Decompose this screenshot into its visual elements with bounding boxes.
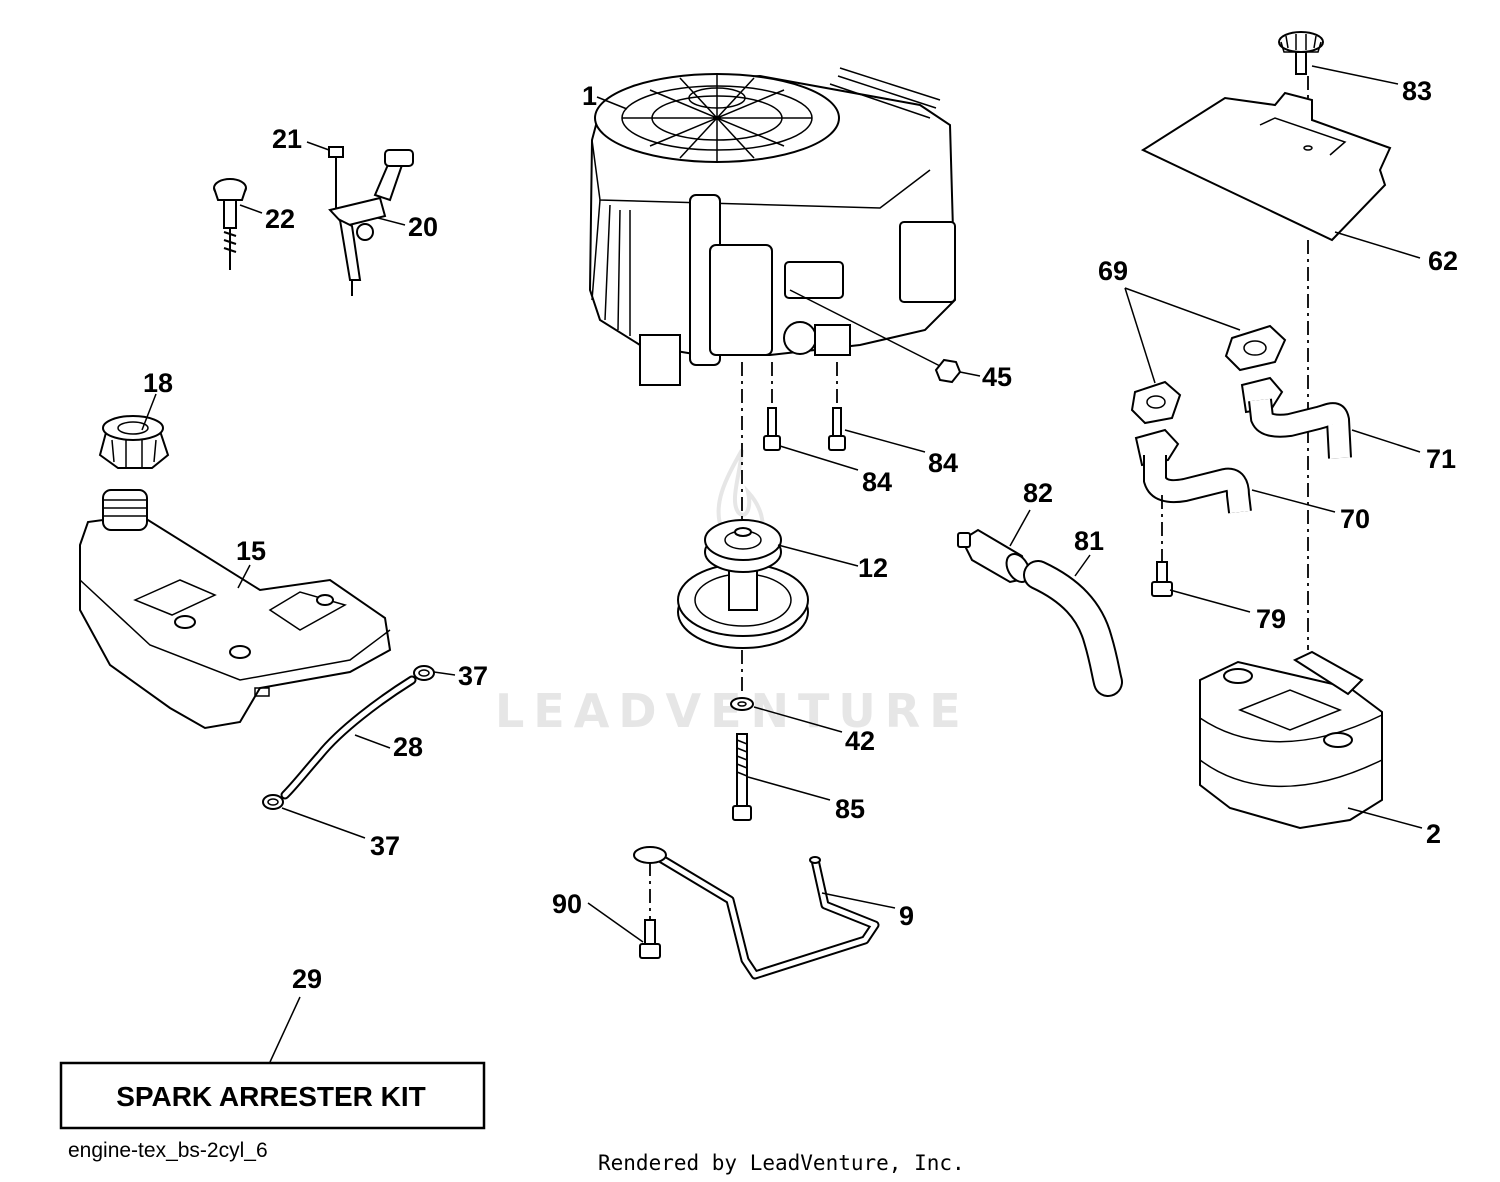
callout-muffler[interactable]: 2 bbox=[1426, 819, 1441, 849]
callout-exhaust-pipe-left[interactable]: 70 bbox=[1340, 504, 1370, 534]
choke-knob-icon[interactable] bbox=[213, 178, 247, 270]
callout-exhaust-pipe-right[interactable]: 71 bbox=[1426, 444, 1456, 474]
callout-hose-clamp-top[interactable]: 37 bbox=[458, 661, 488, 691]
exhaust-pipe-left-icon[interactable] bbox=[1134, 428, 1252, 514]
heat-shield-icon[interactable] bbox=[1140, 91, 1392, 242]
callout-oil-drain-hose[interactable]: 81 bbox=[1074, 526, 1104, 556]
nut-icon[interactable] bbox=[934, 358, 962, 384]
callout-fuel-cap[interactable]: 18 bbox=[143, 368, 173, 398]
exhaust-pipe-right-icon[interactable] bbox=[1240, 376, 1352, 459]
callout-engine-bolt-right[interactable]: 84 bbox=[928, 448, 958, 478]
hose-clamp-top-icon[interactable] bbox=[413, 665, 435, 681]
callout-muffler-screw[interactable]: 79 bbox=[1256, 604, 1286, 634]
callout-oil-drain-valve[interactable]: 82 bbox=[1023, 478, 1053, 508]
fuel-tank-icon[interactable] bbox=[79, 489, 392, 730]
spark-arrester-kit-label: SPARK ARRESTER KIT bbox=[116, 1081, 426, 1112]
fuel-hose-icon[interactable] bbox=[280, 675, 417, 800]
washer-icon[interactable] bbox=[730, 697, 754, 711]
hose-clamp-bottom-icon[interactable] bbox=[262, 794, 284, 810]
callout-pulley[interactable]: 12 bbox=[858, 553, 888, 583]
render-credit: Rendered by LeadVenture, Inc. bbox=[598, 1151, 965, 1175]
fuel-cap-icon[interactable] bbox=[98, 415, 170, 469]
callout-tube-screw[interactable]: 90 bbox=[552, 889, 582, 919]
engine-icon[interactable] bbox=[588, 67, 957, 386]
callout-fuel-hose[interactable]: 28 bbox=[393, 732, 423, 762]
callout-bracket-screw[interactable]: 21 bbox=[272, 124, 302, 154]
callout-pulley-bolt[interactable]: 85 bbox=[835, 794, 865, 824]
shield-screw-icon[interactable] bbox=[1278, 31, 1324, 75]
callout-washer[interactable]: 42 bbox=[845, 726, 875, 756]
fuel-line-tube-icon[interactable] bbox=[633, 846, 880, 980]
oil-drain-valve-icon[interactable] bbox=[957, 528, 1034, 586]
callout-heat-shield[interactable]: 62 bbox=[1428, 246, 1458, 276]
watermark: LEADVENTURE bbox=[495, 684, 970, 738]
callout-fuel-line-tube[interactable]: 9 bbox=[899, 901, 914, 931]
callout-shield-screw[interactable]: 83 bbox=[1402, 76, 1432, 106]
callout-choke-knob[interactable]: 22 bbox=[265, 204, 295, 234]
diagram-code: engine-tex_bs-2cyl_6 bbox=[68, 1139, 268, 1162]
throttle-bracket-icon[interactable] bbox=[328, 149, 414, 296]
callout-engine[interactable]: 1 bbox=[582, 81, 597, 111]
callout-gasket[interactable]: 69 bbox=[1098, 256, 1128, 286]
pulley-bolt-icon[interactable] bbox=[732, 733, 752, 821]
muffler-screw-icon[interactable] bbox=[1151, 561, 1173, 597]
bracket-screw-icon[interactable] bbox=[328, 146, 344, 210]
callout-engine-bolt-left[interactable]: 84 bbox=[862, 467, 892, 497]
tube-screw-icon[interactable] bbox=[639, 919, 661, 959]
engine-bolt-left-icon[interactable] bbox=[763, 407, 781, 451]
callout-throttle-bracket[interactable]: 20 bbox=[408, 212, 438, 242]
engine-bolt-right-icon[interactable] bbox=[828, 407, 846, 451]
oil-drain-hose-icon[interactable] bbox=[1023, 560, 1123, 697]
pulley-icon[interactable] bbox=[677, 519, 809, 649]
muffler-icon[interactable] bbox=[1199, 650, 1383, 830]
callout-hose-clamp-bottom[interactable]: 37 bbox=[370, 831, 400, 861]
callout-spark-arrester-kit[interactable]: 29 bbox=[292, 964, 322, 994]
callout-nut[interactable]: 45 bbox=[982, 362, 1012, 392]
gasket-icon[interactable] bbox=[1130, 324, 1287, 425]
watermark-flame-icon bbox=[716, 449, 765, 549]
callout-fuel-tank[interactable]: 15 bbox=[236, 536, 266, 566]
spark-arrester-kit-box[interactable] bbox=[59, 1061, 486, 1130]
